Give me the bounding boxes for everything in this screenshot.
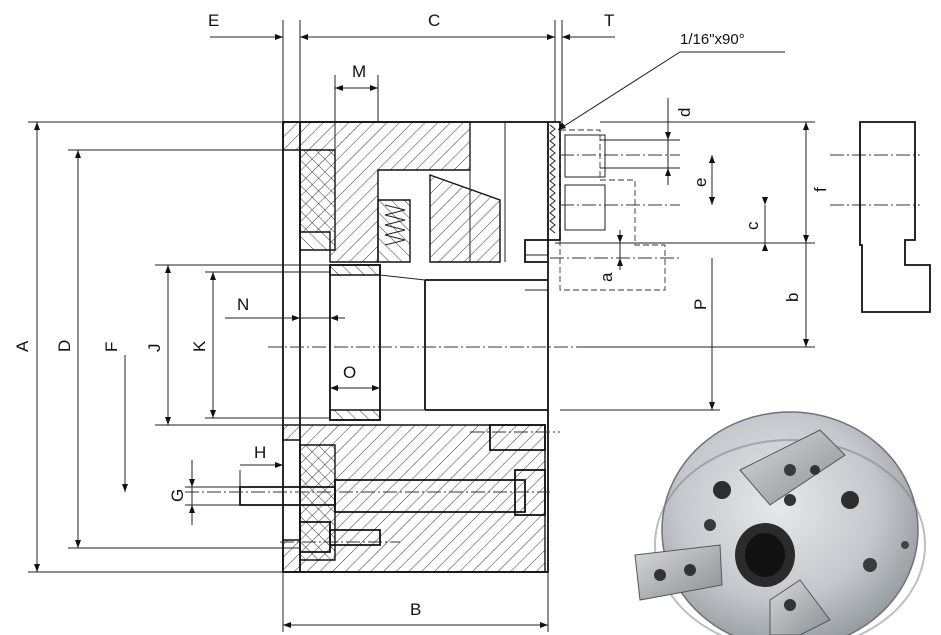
label-D: D bbox=[55, 340, 74, 352]
label-a: a bbox=[597, 272, 616, 282]
label-P: P bbox=[691, 299, 710, 310]
label-T: T bbox=[604, 11, 614, 30]
label-G: G bbox=[168, 489, 187, 502]
label-A: A bbox=[13, 340, 32, 352]
label-K: K bbox=[190, 340, 209, 352]
chuck-photo bbox=[634, 411, 926, 635]
label-H: H bbox=[254, 443, 266, 462]
label-F: F bbox=[102, 342, 121, 352]
label-E: E bbox=[208, 11, 219, 30]
label-J: J bbox=[145, 344, 164, 353]
label-chamfer: 1/16"x90° bbox=[680, 31, 745, 48]
label-f: f bbox=[811, 187, 830, 192]
label-M: M bbox=[352, 62, 366, 81]
dimension-labels: E C T 1/16"x90° M d e f c a b P A D F J … bbox=[13, 11, 830, 619]
label-e: e bbox=[691, 178, 710, 187]
arrow-heads bbox=[34, 34, 809, 628]
label-b: b bbox=[783, 293, 802, 302]
label-C: C bbox=[428, 11, 440, 30]
label-O: O bbox=[343, 363, 356, 382]
label-N: N bbox=[237, 295, 249, 314]
center-lines bbox=[185, 154, 920, 543]
label-B: B bbox=[410, 600, 421, 619]
label-d: d bbox=[675, 108, 694, 117]
label-c: c bbox=[743, 221, 762, 230]
